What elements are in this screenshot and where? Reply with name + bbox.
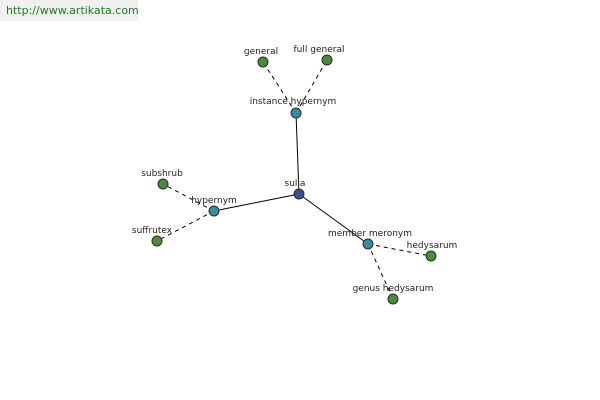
node-label-hedysarum: hedysarum: [407, 241, 458, 251]
node-marker-hedysarum: [425, 250, 437, 262]
node-root[interactable]: sulla: [285, 179, 306, 200]
node-marker-full-general: [321, 54, 333, 66]
node-member-meronym[interactable]: member meronym: [328, 229, 412, 250]
node-label-root: sulla: [285, 179, 306, 189]
node-instance-hypernym[interactable]: instance hypernym: [250, 97, 337, 119]
node-label-full-general: full general: [294, 45, 345, 55]
edge-hypernym-suffrutex: [156, 210, 215, 242]
node-label-subshrub: subshrub: [141, 169, 183, 179]
node-label-instance-hypernym: instance hypernym: [250, 97, 337, 107]
node-marker-suffrutex: [151, 235, 163, 247]
node-marker-general: [257, 56, 269, 68]
node-marker-genus-hedysarum: [387, 293, 399, 305]
watermark-link[interactable]: http://www.artikata.com: [0, 0, 139, 21]
node-full-general[interactable]: full general: [294, 45, 345, 66]
node-label-genus-hedysarum: genus hedysarum: [353, 284, 434, 294]
edge-root-member-meronym: [298, 193, 369, 245]
node-marker-instance-hypernym: [290, 107, 302, 119]
node-subshrub[interactable]: subshrub: [141, 169, 183, 190]
node-marker-root: [293, 188, 305, 200]
edge-member-meronym-hedysarum: [367, 243, 432, 257]
node-label-suffrutex: suffrutex: [132, 226, 173, 236]
edge-member-meronym-genus-hedysarum: [367, 243, 394, 300]
node-hypernym[interactable]: hypernym: [191, 196, 237, 217]
node-label-general: general: [244, 47, 278, 57]
node-genus-hedysarum[interactable]: genus hedysarum: [353, 284, 434, 305]
edge-instance-hypernym-general: [262, 61, 297, 114]
node-label-hypernym: hypernym: [191, 196, 237, 206]
node-general[interactable]: general: [244, 47, 278, 68]
edge-root-instance-hypernym: [295, 112, 300, 195]
edge-hypernym-subshrub: [162, 183, 215, 212]
node-suffrutex[interactable]: suffrutex: [132, 226, 173, 247]
edge-root-hypernym: [213, 193, 300, 212]
edge-instance-hypernym-full-general: [295, 59, 328, 114]
node-marker-subshrub: [157, 178, 169, 190]
node-marker-member-meronym: [362, 238, 374, 250]
node-marker-hypernym: [208, 205, 220, 217]
node-hedysarum[interactable]: hedysarum: [407, 241, 458, 262]
node-label-member-meronym: member meronym: [328, 229, 412, 239]
